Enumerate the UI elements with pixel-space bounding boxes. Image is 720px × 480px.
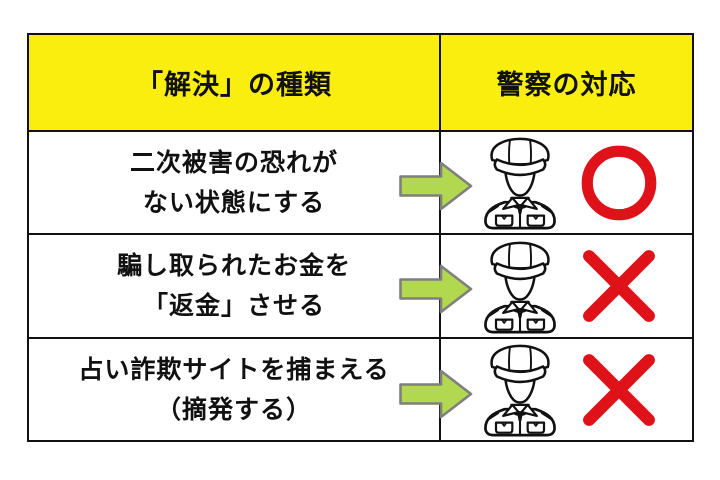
row-3-description-cell: 占い詐欺サイトを捕まえる （摘発する）: [29, 339, 441, 440]
row-3-text-line-1: 占い詐欺サイトを捕まえる: [78, 355, 390, 384]
police-officer-icon: [472, 341, 568, 438]
row-1-description-cell: 二次被害の恐れが ない状態にする: [29, 132, 441, 235]
row-2-response-cell: [441, 235, 692, 339]
circle-mark-icon: [577, 141, 661, 225]
row-1-text-line-2: ない状態にする: [142, 188, 326, 217]
row-1-text-line-1: 二次被害の恐れが: [129, 148, 338, 177]
header-cell-solution-types: 「解決」の種類: [29, 35, 441, 132]
row-1-response-cell: [441, 132, 692, 235]
comparison-table: 「解決」の種類 警察の対応 二次被害の恐れが ない状態にする 騙し取られたお金を…: [27, 33, 694, 442]
header-police-response-label: 警察の対応: [496, 70, 637, 100]
arrow-right-icon: [399, 160, 473, 212]
row-3-response-cell: [441, 339, 692, 440]
row-2-description-cell: 騙し取られたお金を 「返金」させる: [29, 235, 441, 339]
row-2-text-line-2: 「返金」させる: [142, 292, 325, 320]
arrow-right-icon: [399, 368, 473, 420]
cross-mark-icon: [577, 244, 661, 328]
row-3-text-line-2: （摘発する）: [155, 395, 312, 424]
police-officer-icon: [472, 134, 568, 231]
police-officer-icon: [472, 238, 568, 335]
arrow-right-icon: [399, 263, 473, 315]
row-2-text-line-1: 騙し取られたお金を: [116, 252, 351, 280]
header-solution-types-label: 「解決」の種類: [136, 70, 332, 100]
header-cell-police-response: 警察の対応: [441, 35, 692, 132]
cross-mark-icon: [577, 348, 661, 432]
